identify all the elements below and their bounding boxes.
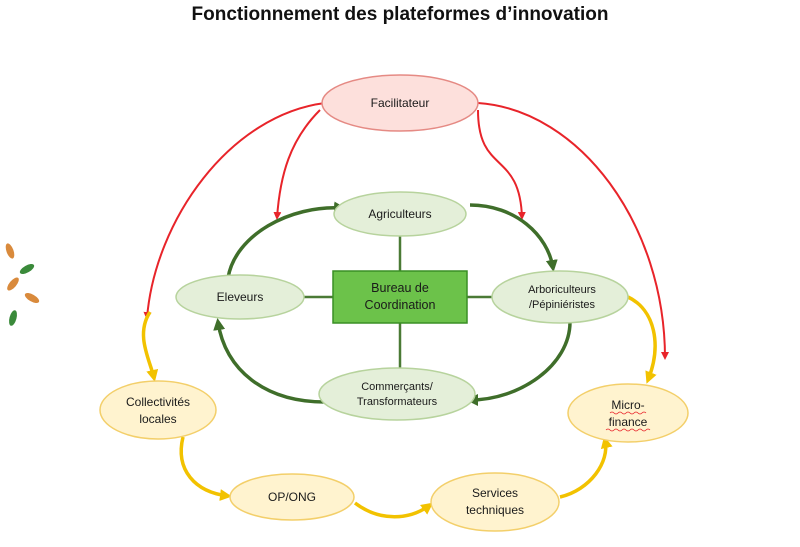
spellcheck-underline <box>605 428 651 432</box>
label-bureau-line1: Bureau de <box>371 281 429 295</box>
leaf-icon <box>5 243 15 259</box>
node-services-techniques: Services techniques <box>430 472 560 532</box>
node-eleveurs: Eleveurs <box>175 274 305 320</box>
node-commercants: Commerçants/ Transformateurs <box>318 367 476 421</box>
label-facilitateur: Facilitateur <box>371 96 430 110</box>
label-commercants-line2: Transformateurs <box>357 396 438 408</box>
arrow-services-to-microfinance <box>559 436 613 499</box>
node-agriculteurs: Agriculteurs <box>333 191 467 237</box>
leaf-icon <box>7 277 19 291</box>
arrow-arboriculteurs-to-commercants <box>466 321 572 406</box>
label-microfinance-line1: Micro- <box>611 398 644 412</box>
node-op-ong: OP/ONG <box>229 473 355 521</box>
label-services-line1: Services <box>472 486 518 500</box>
leaf-icon <box>24 292 40 304</box>
arrow-facilitateur-to-arboriculteurs <box>477 109 526 220</box>
label-commercants-line1: Commerçants/ <box>361 381 433 393</box>
leaf-icon <box>19 263 35 275</box>
spellcheck-underline <box>609 411 647 415</box>
arrow-opong-to-services <box>353 501 434 519</box>
node-facilitateur: Facilitateur <box>321 74 479 132</box>
label-microfinance-line2: finance <box>609 415 648 429</box>
label-collectivites-line2: locales <box>139 412 176 426</box>
page-title: Fonctionnement des plateformes d’innovat… <box>191 4 609 25</box>
label-collectivites-line1: Collectivités <box>126 395 190 409</box>
arrow-collectivites-to-opong <box>179 436 232 501</box>
label-arboriculteurs-line1: Arboriculteurs <box>528 284 596 296</box>
label-agriculteurs: Agriculteurs <box>368 207 431 221</box>
decorative-leaves <box>5 243 40 326</box>
arrow-facilitateur-to-agriculteurs <box>273 109 321 220</box>
arrow-facilitateur-to-microfinance <box>477 102 669 360</box>
node-bureau-coordination: Bureau de Coordination <box>332 270 468 324</box>
node-collectivites: Collectivités locales <box>99 380 217 440</box>
label-bureau-line2: Coordination <box>365 298 436 312</box>
label-services-line2: techniques <box>466 503 524 517</box>
node-microfinance: Micro- finance <box>567 383 689 443</box>
facilitateur-arrows <box>143 102 669 360</box>
arrow-eleveurs-to-agriculteurs <box>226 201 346 279</box>
label-eleveurs: Eleveurs <box>217 290 264 304</box>
arrow-agriculteurs-to-arboriculteurs <box>469 203 558 272</box>
arrow-eleveurs-to-collectivites <box>141 311 159 382</box>
arrow-arboriculteurs-to-microfinance <box>627 295 657 384</box>
leaf-icon <box>9 310 17 326</box>
label-arboriculteurs-line2: /Pépiniéristes <box>529 299 596 311</box>
arrow-facilitateur-to-eleveurs <box>143 102 326 320</box>
bureau-spokes <box>303 236 493 372</box>
yellow-cycle-arrows <box>141 295 657 519</box>
label-op-ong: OP/ONG <box>268 490 316 504</box>
node-arboriculteurs: Arboriculteurs /Pépiniéristes <box>491 270 629 324</box>
green-cycle-arrows <box>213 201 572 406</box>
arrow-commercants-to-eleveurs <box>213 318 326 404</box>
